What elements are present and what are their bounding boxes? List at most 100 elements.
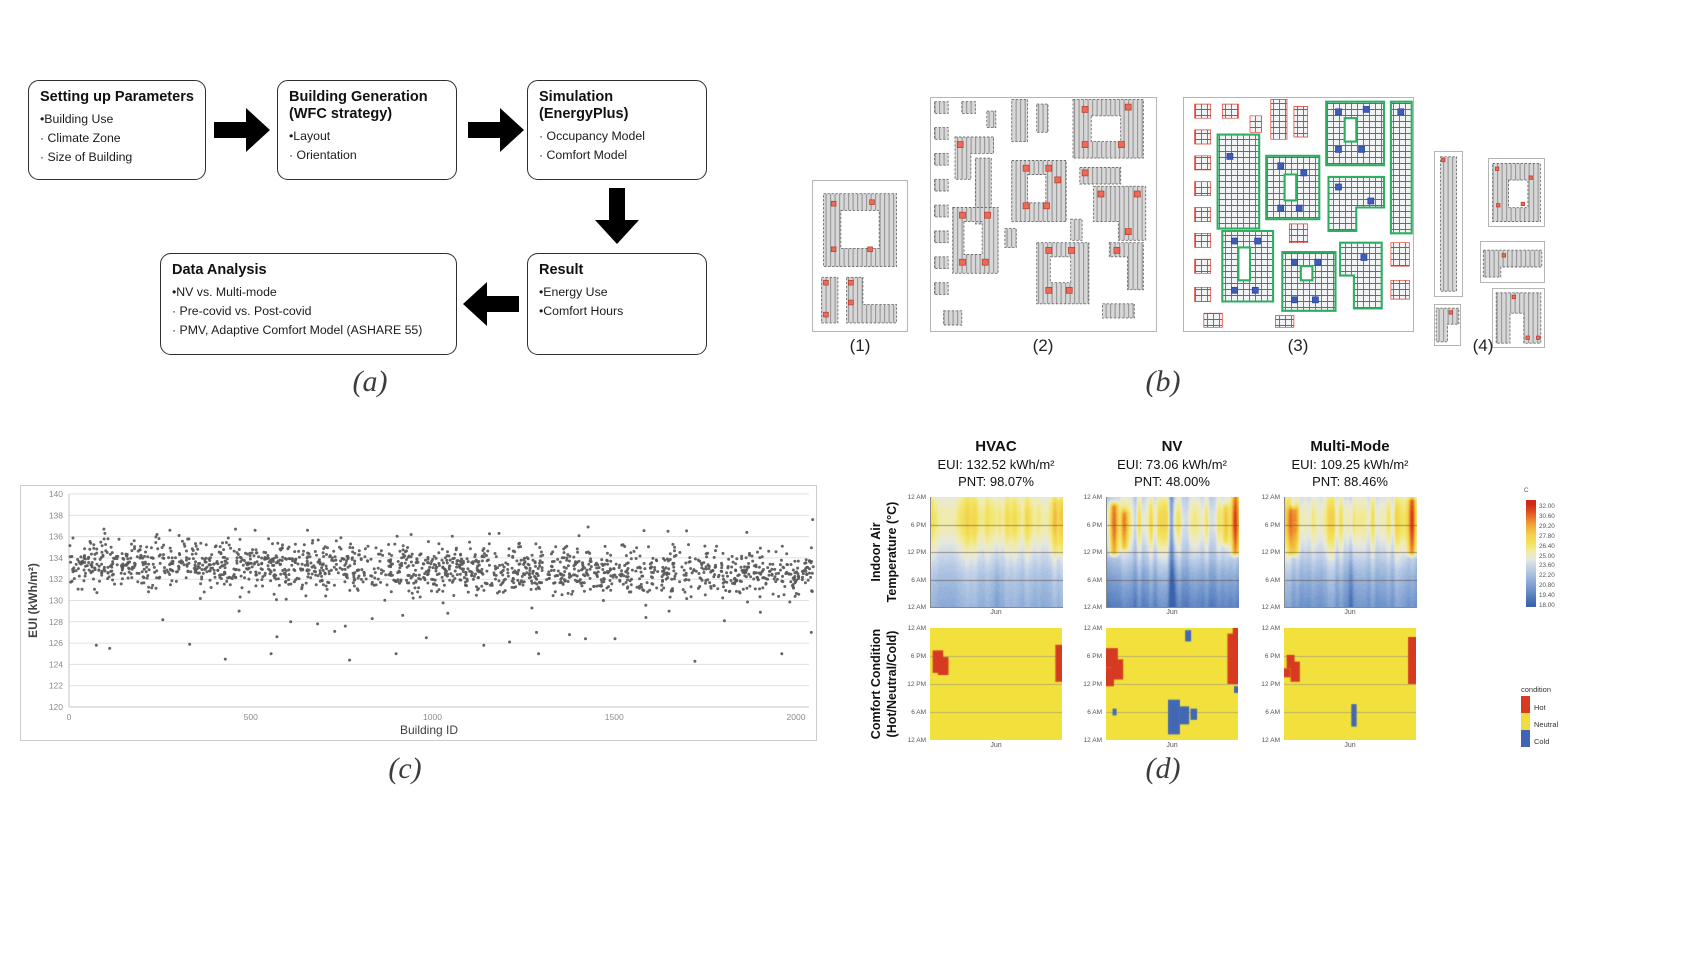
temperature-colorbar xyxy=(1526,500,1536,607)
heatmap-ytick: 6 AM xyxy=(1265,576,1280,584)
heatmap-ytick: 12 PM xyxy=(1083,549,1102,556)
eui-value: EUI: 132.52 kWh/m² xyxy=(937,457,1055,472)
svg-text:128: 128 xyxy=(49,617,63,627)
svg-text:122: 122 xyxy=(49,681,63,691)
legend-label: Neutral xyxy=(1534,720,1559,729)
svg-text:124: 124 xyxy=(49,659,63,669)
svg-text:0: 0 xyxy=(67,712,72,722)
svg-text:500: 500 xyxy=(244,712,258,722)
temperature-heatmap-nv xyxy=(1106,497,1239,608)
row-label-line: Comfort Condition xyxy=(869,628,883,740)
heatmap-ytick: 6 PM xyxy=(1086,521,1102,529)
svg-text:140: 140 xyxy=(49,489,63,499)
heatmap-ytick: 12 PM xyxy=(1261,681,1280,688)
flow-box-title: Data Analysis xyxy=(172,262,267,278)
caption-a: (a) xyxy=(352,365,388,398)
arrow-right-icon xyxy=(468,108,524,152)
flow-box-title: Building Generation xyxy=(289,89,428,105)
flow-box-data-analysis: Data Analysis •NV vs. Multi-mode · Pre-co… xyxy=(160,253,457,355)
colorbar-tick: 23.60 xyxy=(1539,562,1555,570)
layout-panel-1 xyxy=(812,180,908,332)
heatmap-ytick: 12 AM xyxy=(1083,625,1102,632)
colorbar-tick: 20.80 xyxy=(1539,582,1555,590)
svg-text:126: 126 xyxy=(49,638,63,648)
neutral-swatch-icon xyxy=(1521,713,1530,730)
column-header-hvac: HVAC EUI: 132.52 kWh/m² PNT: 98.07% xyxy=(911,438,1081,489)
heatmap-ytick: 12 AM xyxy=(1261,737,1280,744)
heatmap-ytick: 12 AM xyxy=(1083,494,1102,501)
heatmap-xtick-jun: Jun xyxy=(990,609,1002,616)
svg-text:130: 130 xyxy=(49,596,63,606)
pnt-value: PNT: 88.46% xyxy=(1312,474,1388,489)
heatmap-ytick: 6 PM xyxy=(1264,521,1280,529)
comfort-heatmap-nv xyxy=(1106,628,1238,740)
label-panel-3: (3) xyxy=(1287,336,1309,355)
heatmap-xtick-jun: Jun xyxy=(1344,742,1356,749)
svg-text:132: 132 xyxy=(49,574,63,584)
colorbar-tick: 26.40 xyxy=(1539,542,1555,550)
heatmap-ytick: 12 PM xyxy=(907,681,926,688)
caption-b: (b) xyxy=(1145,365,1181,398)
flow-box-title: Result xyxy=(539,262,584,278)
legend-label: Hot xyxy=(1534,703,1546,712)
svg-text:1000: 1000 xyxy=(423,712,442,722)
colorbar-tick: 19.40 xyxy=(1539,592,1555,600)
svg-text:134: 134 xyxy=(49,553,63,563)
colorbar-tick: 29.20 xyxy=(1539,522,1555,530)
flow-box-item: · Comfort Model xyxy=(539,148,628,163)
heatmap-ytick: 12 AM xyxy=(1083,737,1102,744)
flow-box-building-generation: Building Generation (WFC strategy) •Layo… xyxy=(277,80,457,180)
heatmap-ytick: 12 AM xyxy=(907,604,926,611)
layout-panel-4-courtyard xyxy=(1488,158,1545,227)
layout-panel-4-small-l xyxy=(1434,304,1461,346)
heatmap-ytick: 6 AM xyxy=(1087,576,1102,584)
mode-name: Multi-Mode xyxy=(1310,438,1390,455)
colorbar-tick: 27.80 xyxy=(1539,532,1555,540)
heatmap-ytick: 12 AM xyxy=(1261,494,1280,501)
flow-box-title-line2: (WFC strategy) xyxy=(289,106,393,123)
legend-label: Cold xyxy=(1534,737,1550,746)
heatmap-ytick: 12 PM xyxy=(1261,549,1280,556)
flow-box-item: •NV vs. Multi-mode xyxy=(172,285,277,300)
colorbar-title: C xyxy=(1524,487,1529,494)
heatmap-ytick: 12 PM xyxy=(1083,681,1102,688)
layout-panel-4-ushape xyxy=(1492,288,1545,348)
layout-panel-4-lshape xyxy=(1480,241,1545,283)
heatmap-xtick-jun: Jun xyxy=(990,742,1002,749)
temperature-heatmap-multi-mode xyxy=(1284,497,1417,608)
arrow-right-icon xyxy=(214,108,270,152)
label-panel-4: (4) xyxy=(1472,336,1494,355)
flow-box-item: · Climate Zone xyxy=(40,131,121,146)
mode-name: NV xyxy=(1161,438,1183,455)
heatmap-ytick: 6 PM xyxy=(1086,653,1102,660)
flow-box-simulation: Simulation (EnergyPlus) · Occupancy Mode… xyxy=(527,80,707,180)
column-header-nv: NV EUI: 73.06 kWh/m² PNT: 48.00% xyxy=(1087,438,1257,489)
flow-box-items: · Occupancy Model· Comfort Model xyxy=(539,127,695,165)
svg-text:Building ID: Building ID xyxy=(400,723,458,737)
label-panel-1: (1) xyxy=(849,336,871,355)
temperature-heatmap-hvac xyxy=(930,497,1063,608)
flow-box-title: Simulation xyxy=(539,89,614,105)
eui-value: EUI: 109.25 kWh/m² xyxy=(1291,457,1409,472)
svg-text:120: 120 xyxy=(49,702,63,712)
flow-box-item: · PMV, Adaptive Comfort Model (ASHARE 55… xyxy=(172,323,423,338)
flow-box-items: •Building Use· Climate Zone· Size of Bui… xyxy=(40,110,194,167)
eui-value: EUI: 73.06 kWh/m² xyxy=(1117,457,1227,472)
heatmap-ytick: 12 AM xyxy=(1083,604,1102,611)
svg-text:136: 136 xyxy=(49,532,63,542)
colorbar-tick: 30.60 xyxy=(1539,512,1555,520)
heatmap-ytick: 6 AM xyxy=(1265,709,1280,716)
heatmap-ytick: 6 PM xyxy=(910,653,926,660)
heatmap-ytick: 6 AM xyxy=(911,709,926,716)
layout-panel-2 xyxy=(930,97,1157,332)
heatmap-ytick: 6 PM xyxy=(910,521,926,529)
heatmap-ytick: 12 AM xyxy=(907,494,926,501)
heatmap-ytick: 6 PM xyxy=(1264,653,1280,660)
flow-box-items: •NV vs. Multi-mode · Pre-covid vs. Post-c… xyxy=(172,283,445,340)
flow-box-item: · Pre-covid vs. Post-covid xyxy=(172,304,312,319)
heatmap-xtick-jun: Jun xyxy=(1166,742,1178,749)
hot-swatch-icon xyxy=(1521,696,1530,713)
